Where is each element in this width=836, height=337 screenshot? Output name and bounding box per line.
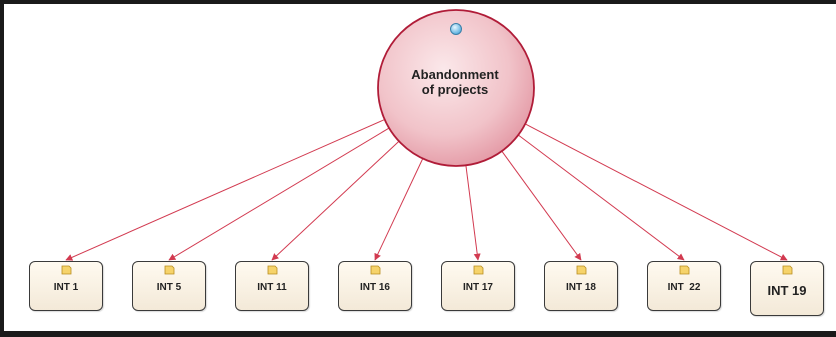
central-node-label-line2: of projects xyxy=(421,82,489,97)
connection-handle[interactable] xyxy=(450,23,462,35)
indicator-label: INT 11 xyxy=(257,282,287,293)
central-node-circle[interactable] xyxy=(377,9,535,167)
note-icon xyxy=(61,265,72,275)
note-icon xyxy=(679,265,690,275)
indicator-label: INT 19 xyxy=(767,283,807,298)
indicator-node-int-1[interactable]: INT 1 xyxy=(29,261,103,311)
arrow-group xyxy=(65,117,788,261)
indicator-label: INT 17 xyxy=(462,282,493,293)
indicator-node-int-18[interactable]: INT 18 xyxy=(544,261,618,311)
indicator-label: INT 16 xyxy=(359,282,390,293)
connector-arrow xyxy=(271,138,403,261)
connector-arrow xyxy=(521,121,788,261)
central-node-label: Abandonment of projects xyxy=(380,67,530,97)
indicator-node-int-17[interactable]: INT 17 xyxy=(441,261,515,311)
central-node-label-line1: Abandonment xyxy=(411,67,499,82)
connector-arrow xyxy=(499,147,582,261)
indicator-node-int-5[interactable]: INT 5 xyxy=(132,261,206,311)
indicator-node-int-19[interactable]: INT 19 xyxy=(750,261,824,316)
connector-arrow xyxy=(168,125,393,261)
indicator-label: INT 18 xyxy=(565,282,596,293)
note-icon xyxy=(267,265,278,275)
note-icon xyxy=(370,265,381,275)
connector-arrow xyxy=(65,117,389,261)
note-icon xyxy=(576,265,587,275)
note-icon xyxy=(782,265,793,275)
connector-arrow xyxy=(514,132,685,261)
indicator-node-int-11[interactable]: INT 11 xyxy=(235,261,309,311)
indicator-label: INT 1 xyxy=(53,282,79,293)
note-icon xyxy=(473,265,484,275)
indicator-node-int-22[interactable]: INT 22 xyxy=(647,261,721,311)
indicator-label: INT 5 xyxy=(156,282,182,293)
connector-arrow xyxy=(374,154,425,261)
indicator-node-int-16[interactable]: INT 16 xyxy=(338,261,412,311)
note-icon xyxy=(164,265,175,275)
connector-arrow xyxy=(464,161,481,261)
indicator-label: INT 22 xyxy=(667,282,701,293)
